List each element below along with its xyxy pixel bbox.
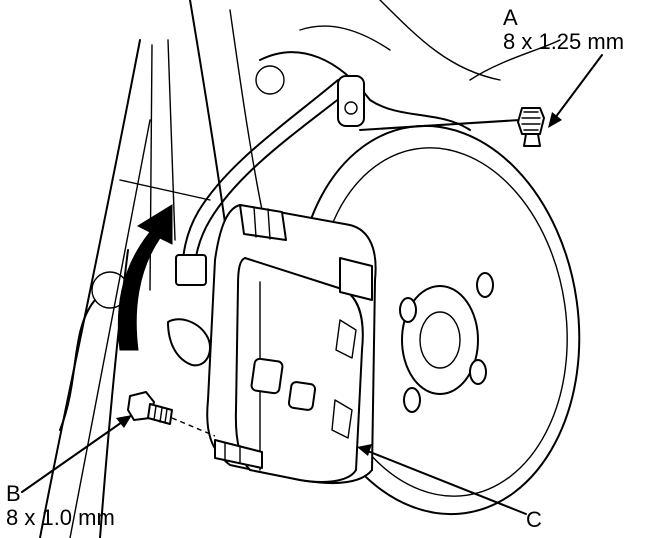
- callout-c-letter: C: [526, 507, 542, 532]
- leader-arrow-c: [357, 444, 372, 456]
- callout-b-spec: 8 x 1.0 mm: [6, 505, 115, 530]
- leader-line-c: [364, 449, 527, 515]
- leader-arrow-b: [116, 415, 132, 428]
- leader-arrow-a: [548, 112, 562, 128]
- callout-a-letter: A: [503, 5, 518, 30]
- callout-a-spec: 8 x 1.25 mm: [503, 29, 625, 54]
- brake-hose: [175, 75, 365, 286]
- leader-line-b: [21, 419, 126, 493]
- brake-caliper: [167, 204, 377, 484]
- rotate-caliper-arrow: [117, 204, 173, 351]
- leader-line-a: [551, 54, 603, 123]
- callout-b-letter: B: [6, 481, 21, 506]
- bolt-a-icon: [517, 107, 545, 147]
- bolt-b-icon: [127, 391, 216, 437]
